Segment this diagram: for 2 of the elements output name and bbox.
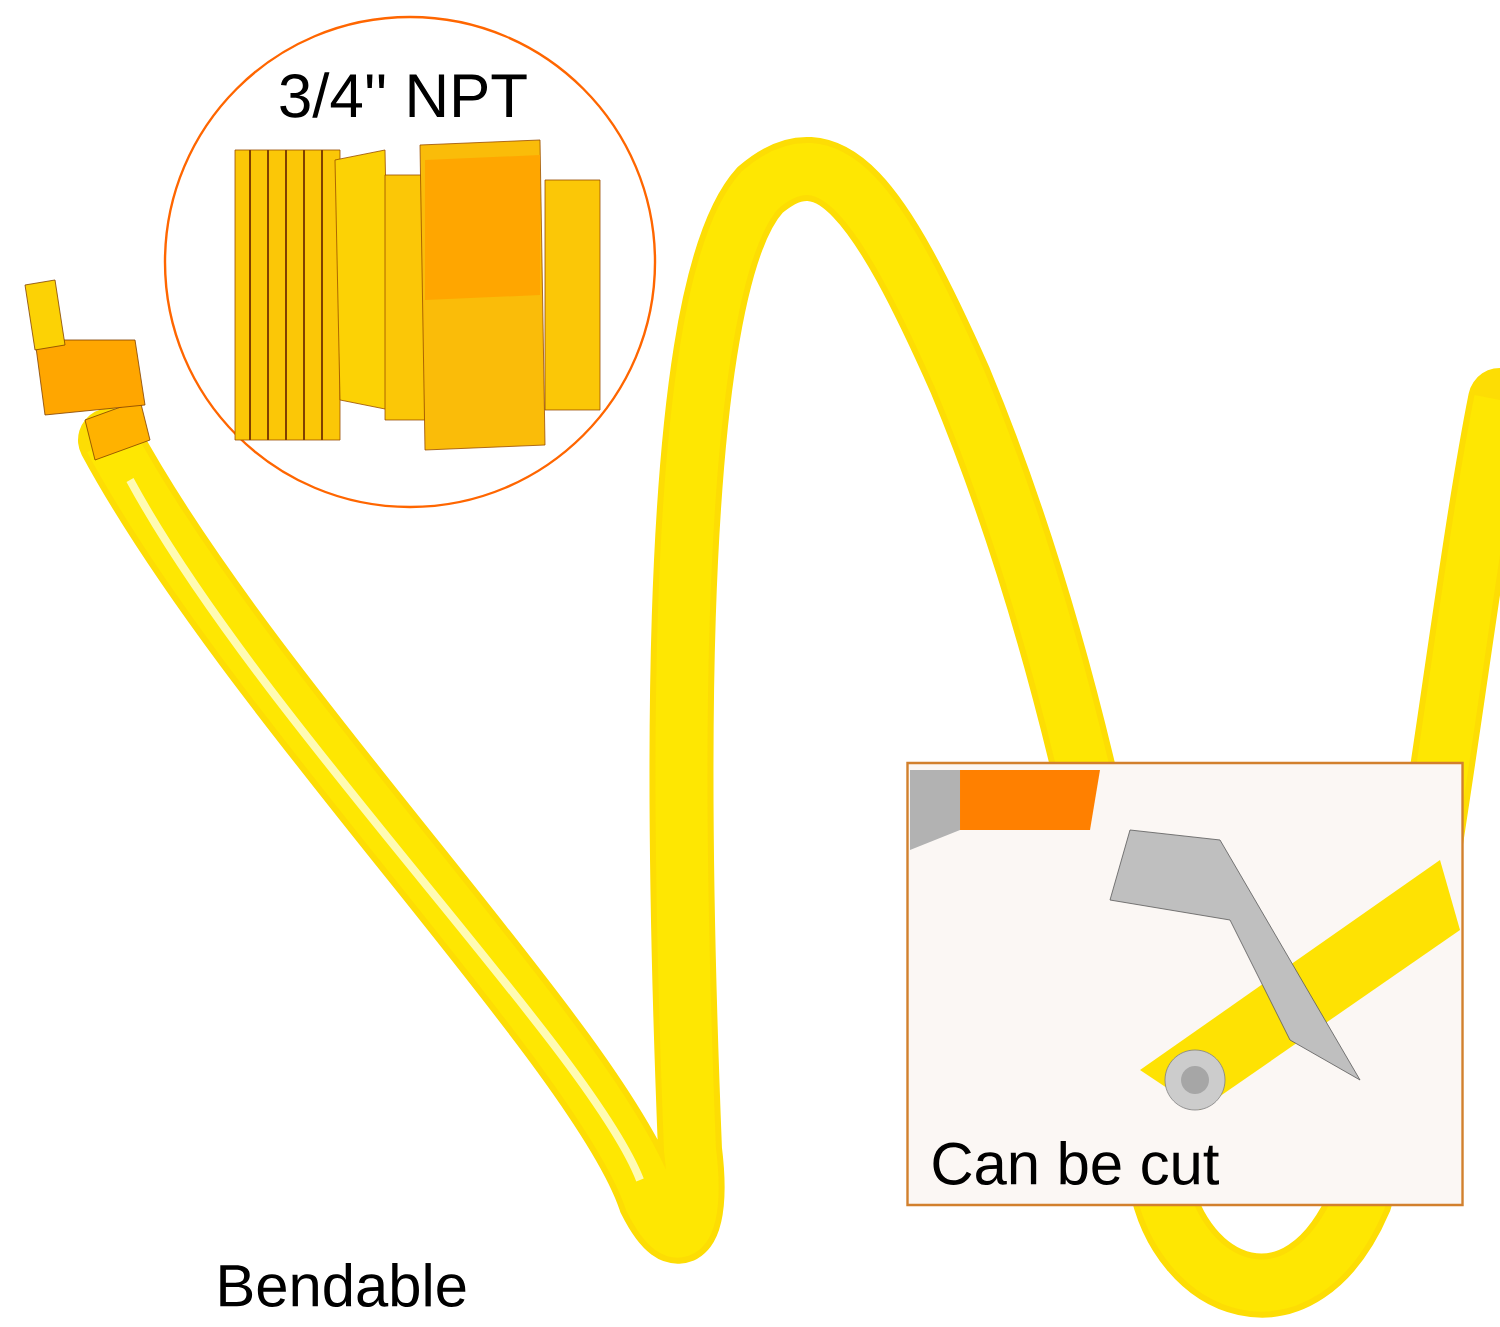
caption: Bendable [220, 1263, 466, 1307]
inset-photo: Can be cut [906, 761, 1464, 1207]
